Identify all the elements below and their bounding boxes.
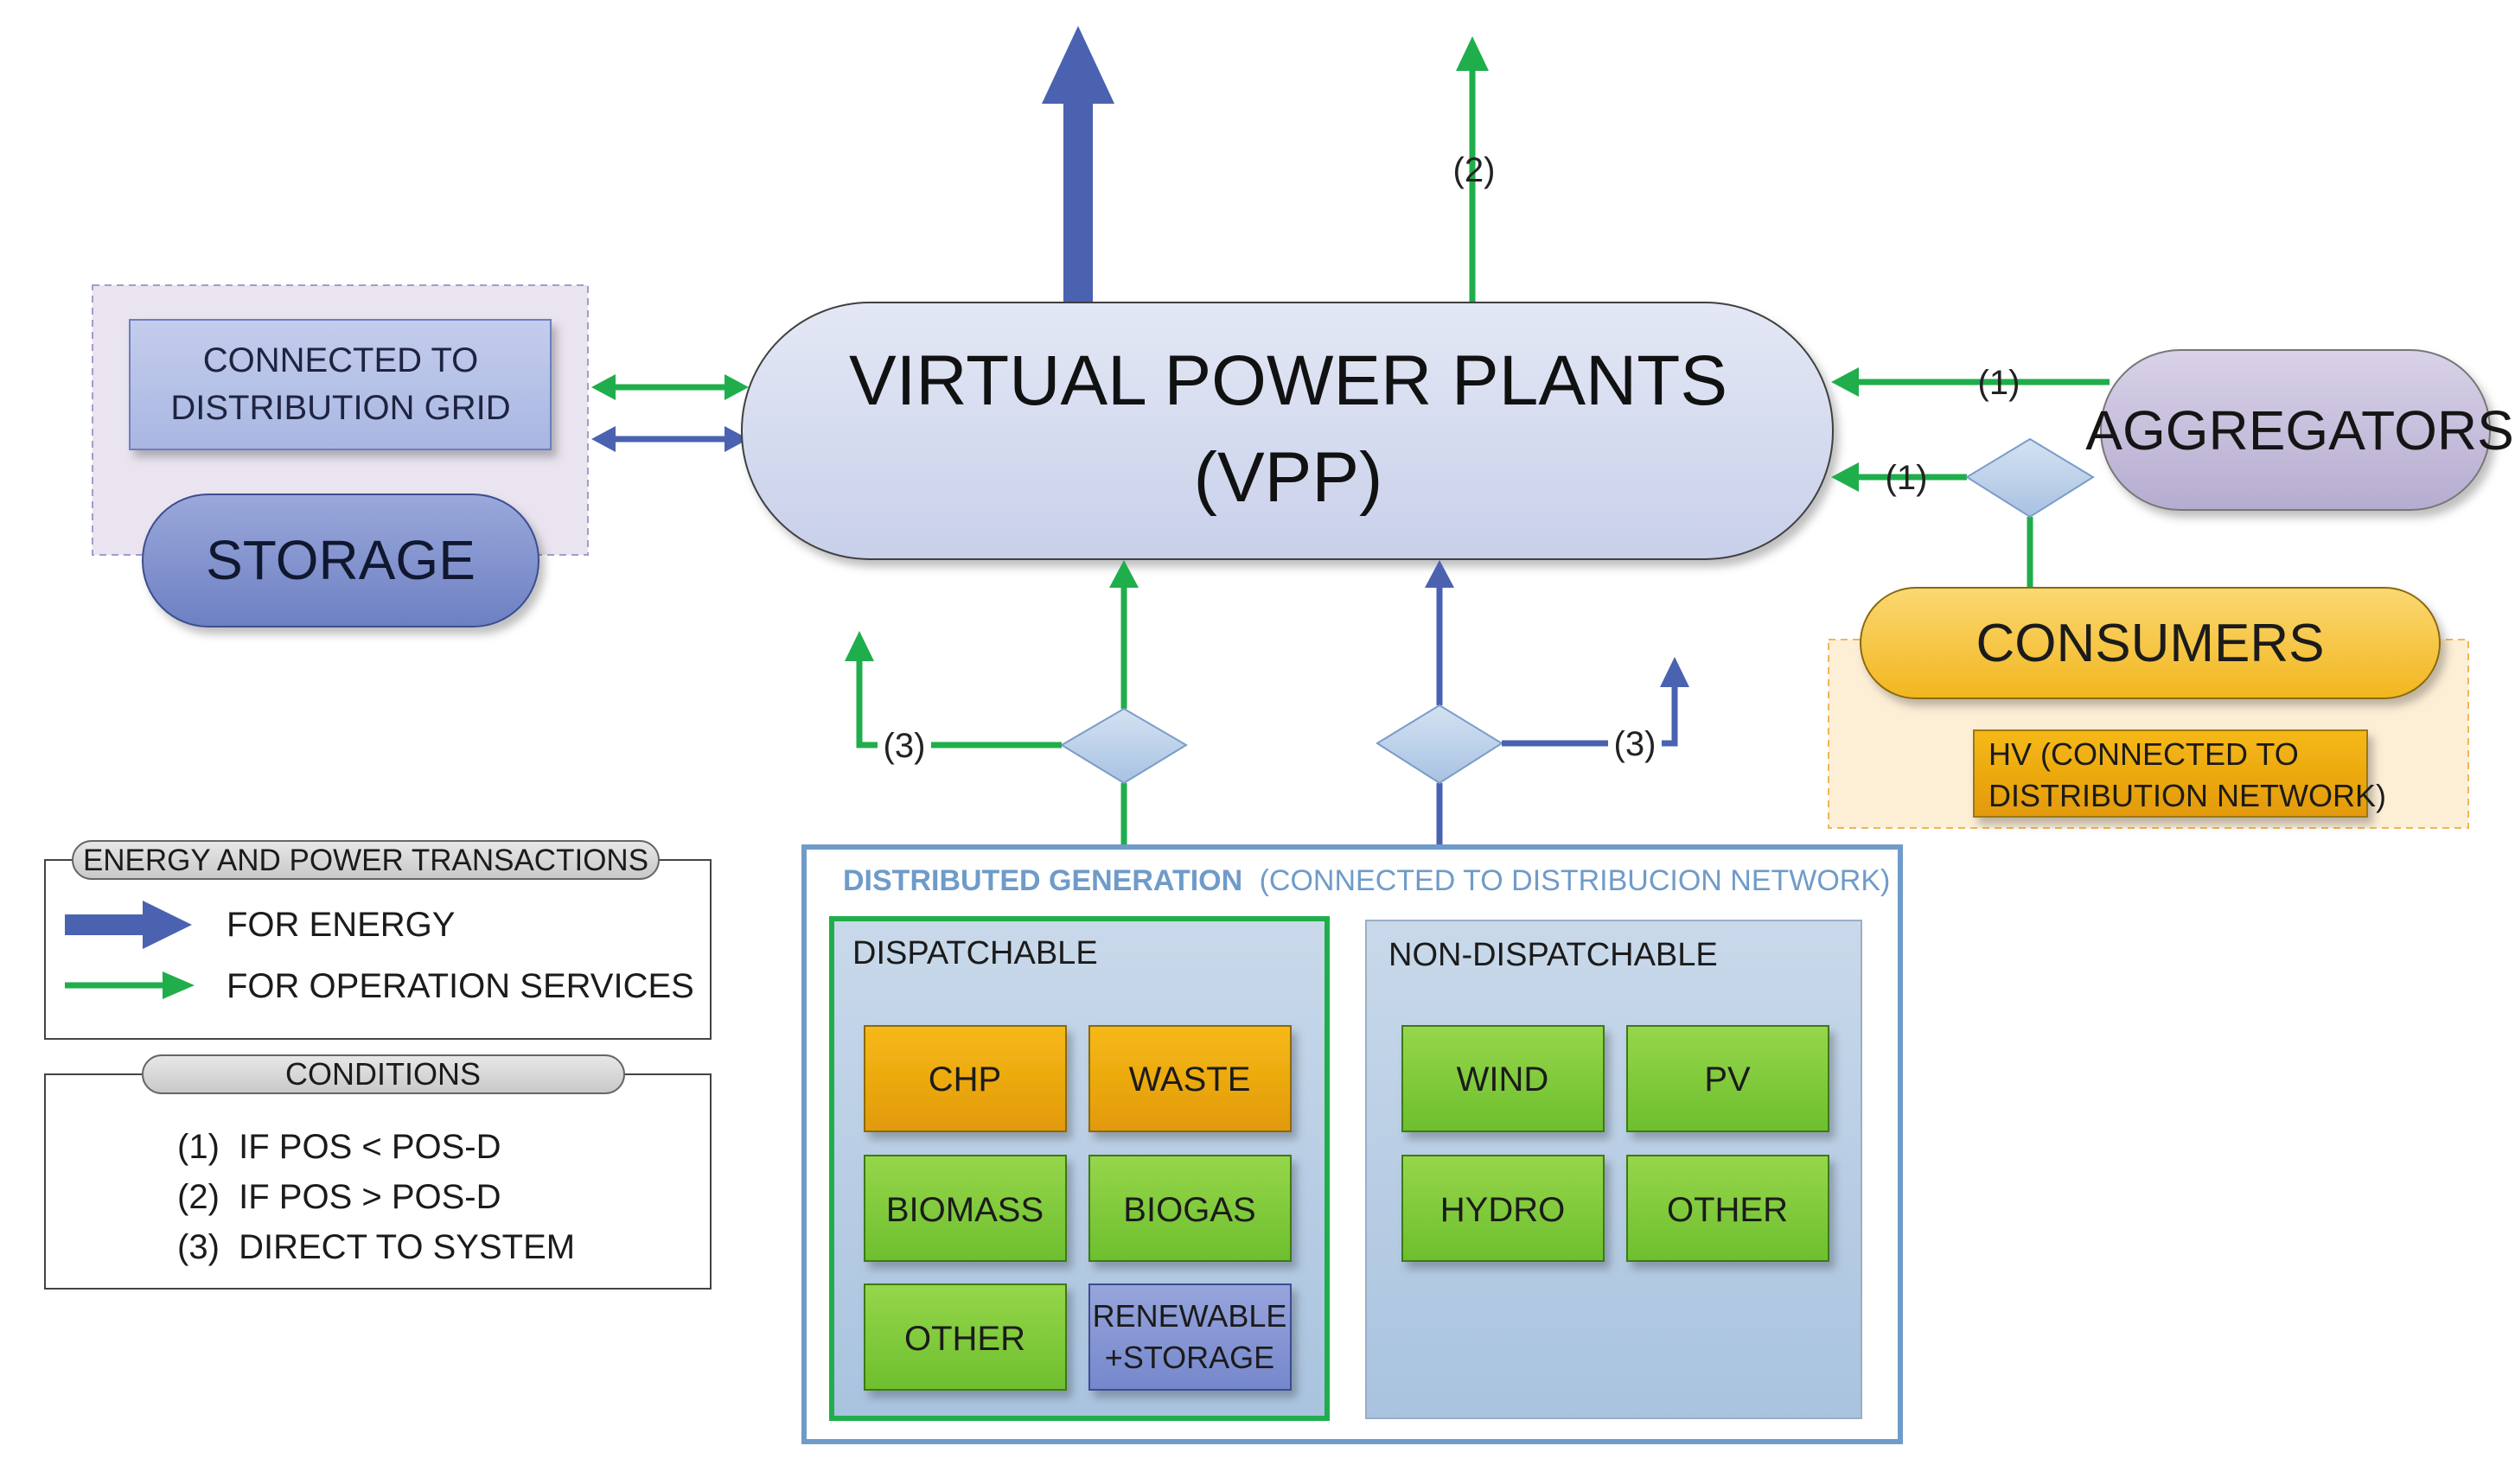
condition-item-3: (3) DIRECT TO SYSTEM	[177, 1228, 575, 1266]
legend-energy-arrow-icon	[65, 901, 192, 949]
wind-box	[1401, 1025, 1605, 1132]
consumers-services-arrow	[1831, 462, 2033, 588]
biogas-label: BIOGAS	[1123, 1191, 1255, 1229]
pv-box	[1626, 1025, 1829, 1132]
renewable-storage-label-1: RENEWABLE	[1093, 1298, 1287, 1334]
legend-title-pill	[72, 840, 660, 880]
conditions-box	[44, 1073, 712, 1290]
condition-item-2: (2) IF POS > POS-D	[177, 1178, 501, 1216]
legend-energy-label: FOR ENERGY	[227, 906, 455, 944]
non-dispatchable-other-box	[1626, 1155, 1829, 1262]
pv-label: PV	[1704, 1060, 1751, 1099]
condition-label-2: (2)	[1453, 151, 1496, 189]
consumers-node	[1860, 587, 2441, 699]
condition-label-1a: (1)	[1978, 364, 2020, 402]
storage-label: STORAGE	[206, 529, 476, 591]
vpp-title-line2: (VPP)	[1194, 438, 1383, 517]
dispatchable-direct-arrow	[845, 631, 1062, 748]
distributed-generation-title-rest: (CONNECTED TO DISTRIBUCION NETWORK)	[1260, 864, 1891, 897]
chp-label: CHP	[929, 1060, 1001, 1099]
renewable-storage-label-2: +STORAGE	[1105, 1340, 1274, 1375]
hydro-box	[1401, 1155, 1605, 1262]
vpp-title-line1: VIRTUAL POWER PLANTS	[849, 341, 1727, 420]
aggregators-node	[2100, 349, 2491, 511]
distribution-grid-box	[129, 319, 552, 450]
distribution-grid-label-1: CONNECTED TO	[203, 341, 479, 379]
distribution-grid-label-2: DISTRIBUTION GRID	[170, 389, 510, 427]
storage-services-arrow	[591, 374, 749, 400]
non-dispatchable-condition-diamond	[1376, 704, 1503, 785]
consumers-condition-diamond	[1965, 437, 2095, 519]
non-dispatchable-direct-arrow	[1502, 657, 1689, 747]
condition-item-1: (1) IF POS < POS-D	[177, 1128, 501, 1166]
legend-box	[44, 859, 712, 1040]
wind-label: WIND	[1457, 1060, 1549, 1099]
biogas-box	[1088, 1155, 1292, 1262]
non-dispatchable-energy-arrow	[1425, 560, 1454, 847]
non-dispatchable-title: NON-DISPATCHABLE	[1388, 937, 1718, 973]
waste-box	[1088, 1025, 1292, 1132]
aggregators-label: AGGREGATORS	[2085, 399, 2514, 462]
dispatchable-other-box	[864, 1283, 1067, 1391]
condition-label-3a: (3)	[884, 727, 926, 765]
legend-services-label: FOR OPERATION SERVICES	[227, 967, 694, 1005]
conditions-title-pill	[142, 1054, 625, 1094]
aggregators-services-arrow	[1831, 367, 2110, 397]
distributed-generation-title: DISTRIBUTED GENERATION (CONNECTED TO DIS…	[843, 864, 1890, 897]
vpp-services-output-arrow	[1456, 36, 1489, 303]
biomass-box	[864, 1155, 1067, 1262]
distributed-generation-title-bold: DISTRIBUTED GENERATION	[843, 864, 1242, 897]
hv-consumers-label-1: HV (CONNECTED TO	[1988, 736, 2299, 772]
hv-consumers-box	[1973, 729, 2368, 818]
condition-label-1b: (1)	[1886, 459, 1928, 497]
storage-energy-arrow	[591, 426, 749, 452]
hydro-label: HYDRO	[1440, 1191, 1565, 1229]
condition-label-3b: (3)	[1614, 725, 1656, 763]
dispatchable-title: DISPATCHABLE	[852, 935, 1098, 971]
storage-node	[142, 494, 539, 627]
non-dispatchable-other-label: OTHER	[1667, 1191, 1788, 1229]
dispatchable-condition-diamond	[1060, 707, 1188, 785]
legend-services-arrow-icon	[65, 971, 195, 999]
vpp-node	[741, 302, 1834, 560]
chp-box	[864, 1025, 1067, 1132]
renewable-storage-box	[1088, 1283, 1292, 1391]
legend-title: ENERGY AND POWER TRANSACTIONS	[83, 844, 648, 877]
consumers-label: CONSUMERS	[1976, 614, 2324, 673]
hv-consumers-label-2: DISTRIBUTION NETWORK)	[1988, 778, 2386, 813]
biomass-label: BIOMASS	[886, 1191, 1044, 1229]
waste-label: WASTE	[1129, 1060, 1251, 1099]
dispatchable-other-label: OTHER	[904, 1320, 1025, 1358]
vpp-energy-output-arrow	[1042, 26, 1114, 303]
conditions-title: CONDITIONS	[285, 1056, 481, 1092]
